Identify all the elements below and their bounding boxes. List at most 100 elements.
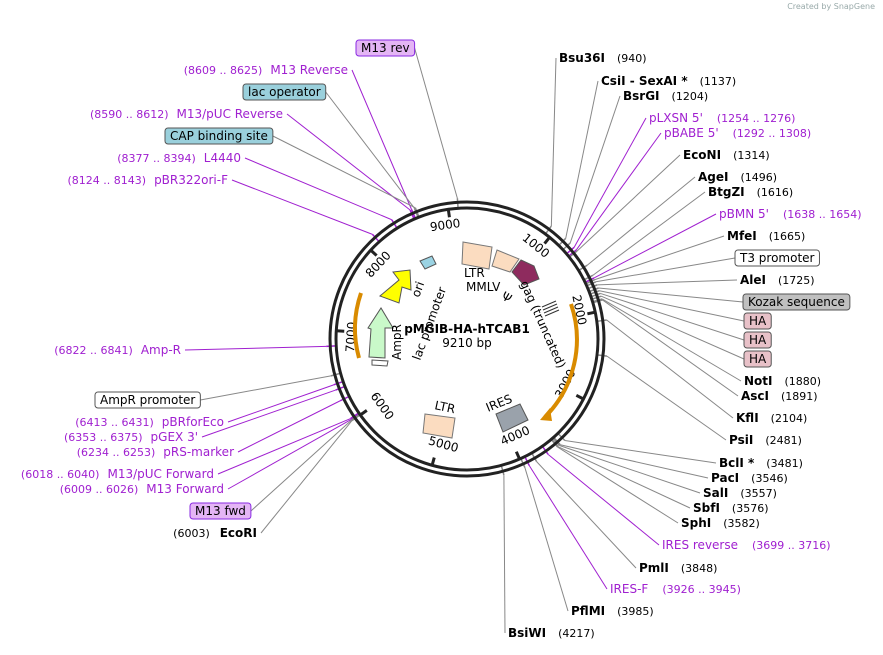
label-20[interactable]: pBABE 5'(1292 .. 1308) [664, 126, 811, 140]
label-37[interactable]: PacI(3546) [711, 471, 788, 485]
site-name: PflMI [571, 604, 605, 618]
site-name: Bsu36I [559, 51, 605, 65]
primer-range: (3699 .. 3716) [752, 539, 831, 552]
label-1[interactable]: M13 Reverse(8609 .. 8625) [184, 63, 348, 77]
site-pos: (3481) [766, 457, 803, 470]
label-35[interactable]: PsiI(2481) [729, 433, 802, 447]
primer-name: M13 Reverse [270, 63, 348, 77]
label-19[interactable]: pLXSN 5'(1254 .. 1276) [649, 111, 795, 125]
label-28[interactable]: Kozak sequence [742, 293, 851, 311]
feature-ltr-5[interactable]: LTR [461, 241, 493, 280]
label-5[interactable]: L4440(8377 .. 8394) [117, 151, 241, 165]
feature-ori[interactable]: ori [379, 269, 427, 304]
label-30[interactable]: HA [743, 331, 772, 349]
primer-range: (8590 .. 8612) [90, 108, 169, 121]
label-9[interactable]: pBRforEco(6413 .. 6431) [75, 415, 224, 429]
label-10[interactable]: pGEX 3'(6353 .. 6375) [64, 430, 198, 444]
label-36[interactable]: BclI * (3481) [719, 456, 803, 470]
label-41[interactable]: IRES reverse(3699 .. 3716) [662, 538, 831, 552]
label-23[interactable]: BtgZI(1616) [708, 185, 793, 199]
site-name: BsiWI [508, 626, 546, 640]
site-name: BclI * [719, 456, 755, 470]
plasmid-size: 9210 bp [442, 336, 492, 350]
leader-line-33 [602, 299, 739, 397]
leader-line-30 [600, 292, 745, 341]
feature-ltr-3[interactable]: LTR [422, 398, 457, 439]
label-32[interactable]: NotI(1880) [744, 374, 821, 388]
feature-gag-arrow[interactable] [511, 259, 540, 286]
site-name: MfeI [727, 229, 757, 243]
label-6[interactable]: pBR322ori-F(8124 .. 8143) [68, 173, 229, 187]
label-16[interactable]: Bsu36I(940) [559, 51, 647, 65]
feature-amp-promoter-arc [353, 292, 363, 359]
label-31[interactable]: HA [743, 350, 772, 368]
leader-line-11 [237, 400, 341, 453]
label-22[interactable]: AgeI(1496) [698, 170, 777, 184]
label-11[interactable]: pRS-marker(6234 .. 6253) [77, 445, 234, 459]
tick-label-6000: 6000 [368, 389, 397, 422]
snapgene-credit: Created by SnapGene [787, 2, 875, 11]
leader-line-5 [244, 157, 392, 221]
leader-line-14 [250, 419, 352, 512]
leader-line-15 [260, 420, 353, 534]
site-name: BsrGI [623, 89, 660, 103]
box-label: AmpR promoter [100, 393, 195, 407]
label-21[interactable]: EcoNI(1314) [683, 148, 770, 162]
tick-9000 [446, 209, 451, 218]
box-bg [743, 312, 772, 330]
site-pos: (1665) [769, 230, 806, 243]
label-24[interactable]: pBMN 5'(1638 .. 1654) [719, 207, 862, 221]
feature-orange-arc[interactable] [543, 303, 579, 419]
label-15[interactable]: EcoRI(6003) [173, 526, 257, 540]
label-43[interactable]: IRES-F(3926 .. 3945) [610, 582, 741, 596]
site-name: BtgZI [708, 185, 745, 199]
label-38[interactable]: SalI(3557) [703, 486, 777, 500]
feature-mmlv-psi[interactable] [491, 249, 520, 273]
leader-line-26 [595, 257, 736, 283]
primer-name: M13/pUC Forward [107, 467, 214, 481]
site-name: PacI [711, 471, 739, 485]
label-33[interactable]: AscI(1891) [741, 389, 818, 403]
label-39[interactable]: SbfI(3576) [693, 501, 769, 515]
label-25[interactable]: MfeI (1665) [727, 229, 805, 243]
label-8[interactable]: AmpR promoter [94, 391, 201, 409]
label-45[interactable]: BsiWI(4217) [508, 626, 595, 640]
site-name: AscI [741, 389, 769, 403]
label-26[interactable]: T3 promoter [734, 249, 820, 267]
leader-line-23 [592, 191, 706, 276]
label-42[interactable]: PmlI(3848) [639, 561, 717, 575]
leader-line-31 [601, 295, 745, 360]
primer-name: M13 Forward [146, 482, 224, 496]
ltr-3-label: LTR [433, 398, 456, 416]
label-7[interactable]: Amp-R(6822 .. 6841) [54, 343, 181, 357]
label-27[interactable]: AleI(1725) [740, 273, 815, 287]
label-12[interactable]: M13/pUC Forward (6018 .. 6040) [21, 467, 214, 481]
label-34[interactable]: KflI(2104) [736, 411, 807, 425]
label-2[interactable]: lac operator [242, 83, 327, 101]
label-4[interactable]: CAP binding site [164, 127, 274, 145]
site-pos: (3985) [617, 605, 654, 618]
leader-line-13 [227, 419, 352, 490]
label-13[interactable]: M13 Forward(6009 .. 6026) [60, 482, 224, 496]
leader-line-16 [550, 57, 557, 227]
primer-range: (6822 .. 6841) [54, 344, 133, 357]
box-label: HA [749, 314, 767, 328]
label-3[interactable]: M13/pUC Reverse(8590 .. 8612) [90, 107, 283, 121]
label-44[interactable]: PflMI (3985) [571, 604, 654, 618]
plasmid-name: pMGIB-HA-hTCAB1 [404, 322, 530, 336]
label-14[interactable]: M13 fwd [189, 502, 252, 520]
label-0[interactable]: M13 rev [355, 39, 416, 57]
box-label: T3 promoter [739, 251, 815, 265]
leader-line-29 [599, 290, 745, 322]
box-bg [743, 331, 772, 349]
label-29[interactable]: HA [743, 312, 772, 330]
label-18[interactable]: BsrGI(1204) [623, 89, 708, 103]
primer-range: (6018 .. 6040) [21, 468, 100, 481]
site-pos: (1496) [740, 171, 777, 184]
label-17[interactable]: CsiI - SexAI *(1137) [601, 74, 736, 88]
label-40[interactable]: SphI(3582) [681, 516, 760, 530]
box-bg [734, 249, 820, 267]
feature-ampr[interactable]: AmpR [367, 307, 404, 367]
primer-range: (6234 .. 6253) [77, 446, 156, 459]
